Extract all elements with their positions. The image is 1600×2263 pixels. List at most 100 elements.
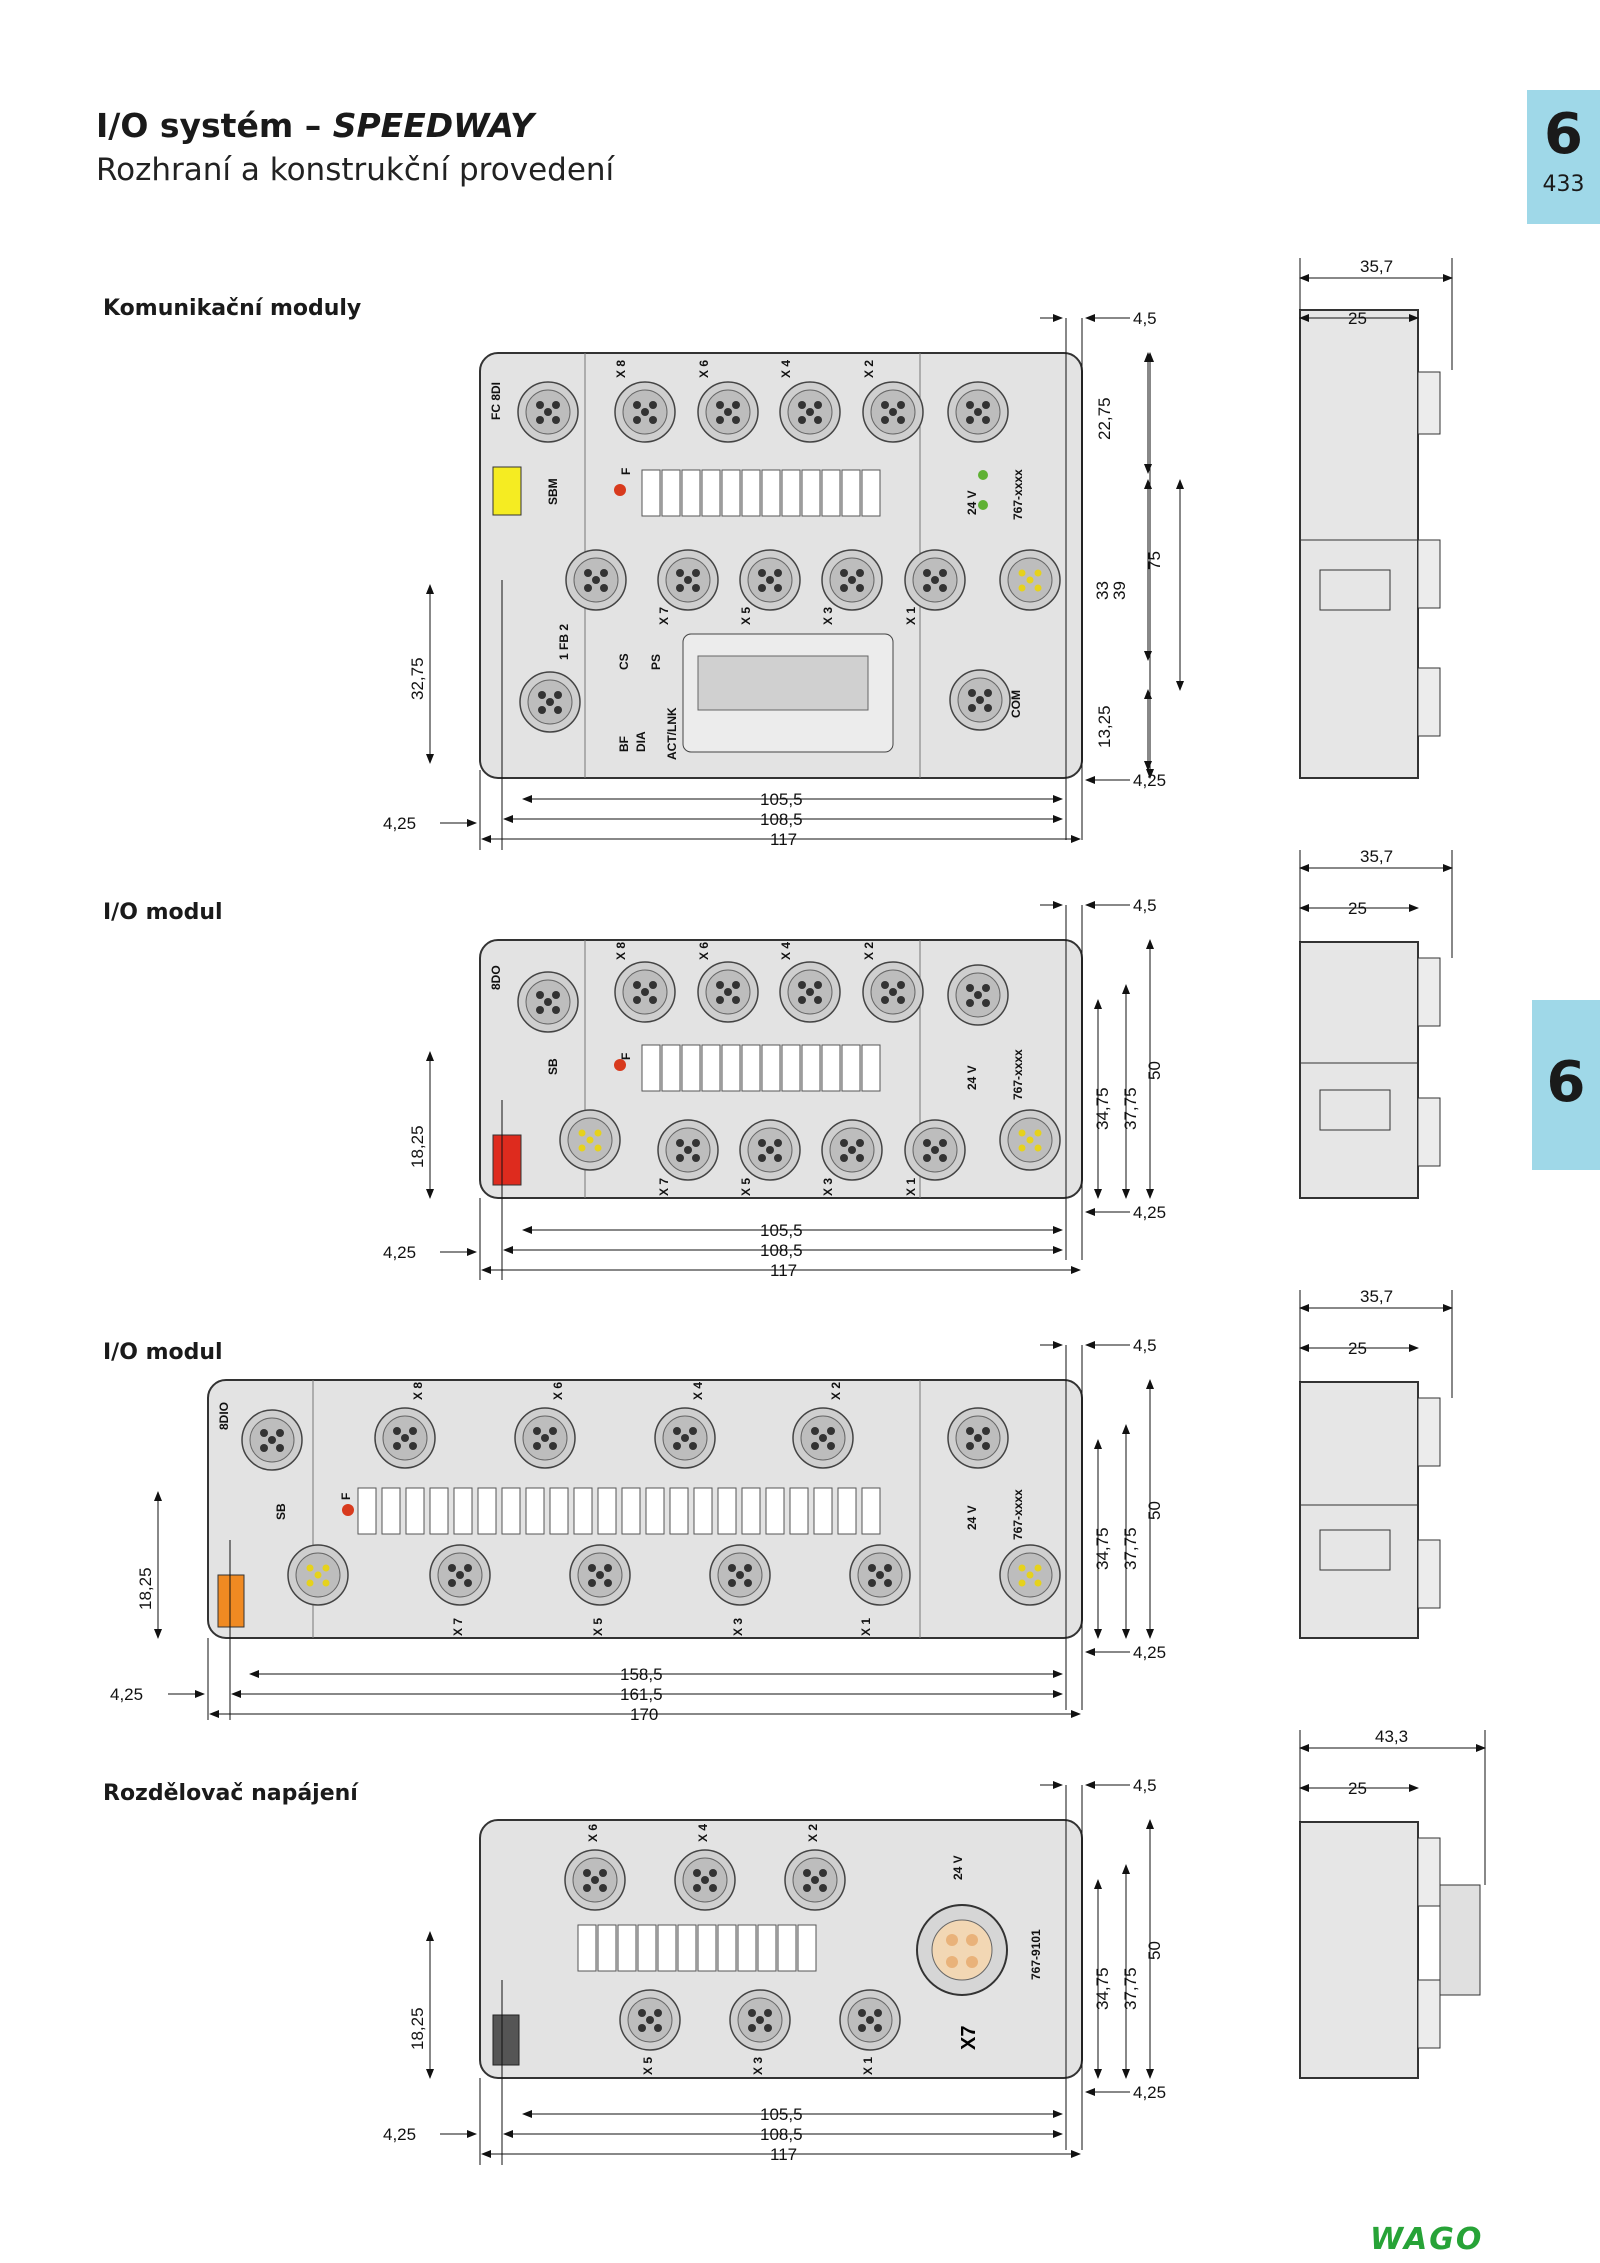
f-label: F: [619, 468, 633, 475]
port-x2-label-4: X 2: [806, 1824, 820, 1842]
part-number-4: 767-9101: [1029, 1929, 1043, 1980]
chapter-tab: 6 433: [1527, 90, 1600, 224]
port-x3-label-4: X 3: [751, 2057, 765, 2075]
port-x3-label-2: X 3: [821, 1178, 835, 1196]
dim-left-2: 18,25: [408, 1125, 427, 1168]
section-heading-communication: Komunikační moduly: [103, 296, 362, 321]
dim-w2: 108,5: [760, 810, 803, 829]
port-x4-label-3: X 4: [691, 1382, 705, 1400]
dim-w3-3: 170: [630, 1705, 658, 1724]
port-x6-label: X 6: [697, 360, 711, 378]
port-x1-label-4: X 1: [861, 2057, 875, 2075]
dim-r1: 22,75: [1095, 397, 1114, 440]
dim-r3-3: 50: [1145, 1501, 1164, 1520]
port-x4-label-2: X 4: [779, 942, 793, 960]
dim-left: 32,75: [408, 657, 427, 700]
port-x7-label-2: X 7: [657, 1178, 671, 1196]
dim-top-2: 4,5: [1133, 896, 1157, 915]
port-x8-label-3: X 8: [411, 1382, 425, 1400]
module-io-8do: 8DO SB F X 8 X 6 X 4 X 2 X 7 X 5 X 3 X 1…: [383, 847, 1453, 1280]
dim-w3-4: 117: [770, 2145, 797, 2164]
dim-w2-2: 108,5: [760, 1241, 803, 1260]
port-x1-label-3: X 1: [859, 1618, 873, 1636]
module-power-distributor: X 6 X 4 X 2 X 5 X 3 X 1 X7 24 V 767-9101…: [383, 1727, 1486, 2165]
status-window-yellow: [492, 466, 522, 516]
port-x5-label-4: X 5: [641, 2057, 655, 2075]
dim-r4: 39: [1110, 581, 1129, 600]
sbm-label: SBM: [546, 478, 560, 505]
dim-r4-4: 4,25: [1133, 2083, 1166, 2102]
port-x1-label: X 1: [904, 607, 918, 625]
dim-r4-2: 4,25: [1133, 1203, 1166, 1222]
device-label-8do: 8DO: [489, 965, 503, 990]
status-window-dark: [492, 2014, 520, 2066]
page-title: I/O systém – SPEEDWAY: [96, 106, 535, 145]
dim-w1-4: 105,5: [760, 2105, 803, 2124]
dim-r3-2: 50: [1145, 1061, 1164, 1080]
port-x4-label: X 4: [779, 360, 793, 378]
section-heading-io-2: I/O modul: [103, 1340, 223, 1365]
port-x6-label-2: X 6: [697, 942, 711, 960]
dim-bottom-left-3: 4,25: [110, 1685, 143, 1704]
port-x5-label-3: X 5: [591, 1618, 605, 1636]
dim-r1-3: 34,75: [1093, 1527, 1112, 1570]
dim-r2-4: 37,75: [1121, 1967, 1140, 2010]
dim-top-3: 4,5: [1133, 1336, 1157, 1355]
port-x7-label: X 7: [657, 607, 671, 625]
f-label-2: F: [619, 1053, 633, 1060]
part-number-3: 767-xxxx: [1011, 1489, 1025, 1540]
cs-label: CS: [617, 653, 631, 670]
chapter-number: 6: [1544, 102, 1583, 167]
dim-w3: 117: [770, 830, 797, 849]
dim-r5: 13,25: [1095, 705, 1114, 748]
side-d1-3: 35,7: [1360, 1287, 1393, 1306]
fb-label: 1 FB 2: [557, 624, 571, 660]
dim-r4-3: 4,25: [1133, 1643, 1166, 1662]
dim-w1: 105,5: [760, 790, 803, 809]
dim-r2-2: 37,75: [1121, 1087, 1140, 1130]
port-x7-label-4: X7: [958, 2026, 980, 2050]
port-x3-label-3: X 3: [731, 1618, 745, 1636]
port-x8-label-2: X 8: [614, 942, 628, 960]
page-subtitle: Rozhraní a konstrukční provedení: [96, 152, 615, 188]
port-x3-label: X 3: [821, 607, 835, 625]
side-chapter-tab: 6: [1532, 1000, 1600, 1170]
side-d1: 35,7: [1360, 257, 1393, 276]
sb-label-3: SB: [274, 1503, 288, 1520]
side-d2-2: 25: [1348, 899, 1367, 918]
part-number-2: 767-xxxx: [1011, 1049, 1025, 1100]
voltage-label-3: 24 V: [965, 1505, 979, 1530]
dim-r1-2: 34,75: [1093, 1087, 1112, 1130]
dim-r3-4: 50: [1145, 1941, 1164, 1960]
side-d1-2: 35,7: [1360, 847, 1393, 866]
part-number: 767-xxxx: [1011, 469, 1025, 520]
side-d2-3: 25: [1348, 1339, 1367, 1358]
dim-r3: 33: [1093, 581, 1112, 600]
dim-w1-3: 158,5: [620, 1665, 663, 1684]
section-heading-io-1: I/O modul: [103, 900, 223, 925]
page-number: 433: [1542, 172, 1585, 197]
voltage-label-4: 24 V: [951, 1855, 965, 1880]
port-x8-label: X 8: [614, 360, 628, 378]
status-window-orange: [217, 1574, 245, 1628]
device-label-8dio: 8DIO: [217, 1402, 231, 1430]
dim-top: 4,5: [1133, 309, 1157, 328]
port-x7-label-3: X 7: [451, 1618, 465, 1636]
dim-left-3: 18,25: [136, 1567, 155, 1610]
device-label: FC 8DI: [489, 382, 503, 420]
dim-left-4: 18,25: [408, 2007, 427, 2050]
port-x1-label-2: X 1: [904, 1178, 918, 1196]
module-communication: FC 8DI SBM F X 8 X 6 X 4 X 2 X 7 X 5 X 3…: [383, 257, 1453, 850]
port-x2-label-3: X 2: [829, 1382, 843, 1400]
side-d2-4: 25: [1348, 1779, 1367, 1798]
dim-r1-4: 34,75: [1093, 1967, 1112, 2010]
dim-bottom-left: 4,25: [383, 814, 416, 833]
dia-label: DIA: [634, 731, 648, 752]
dim-w2-3: 161,5: [620, 1685, 663, 1704]
com-label: COM: [1009, 690, 1023, 718]
port-x6-label-3: X 6: [551, 1382, 565, 1400]
port-x5-label-2: X 5: [739, 1178, 753, 1196]
dim-top-4: 4,5: [1133, 1776, 1157, 1795]
dim-r2-3: 37,75: [1121, 1527, 1140, 1570]
